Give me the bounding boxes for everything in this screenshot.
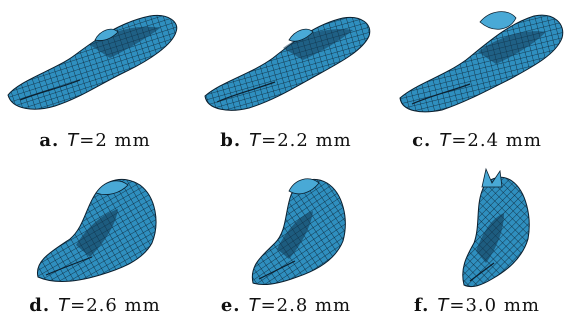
panel-b: b. T=2.2 mm — [191, 0, 381, 165]
thickness-variable: T — [437, 295, 450, 316]
deformed-shell-mesh-icon — [36, 178, 157, 282]
panel-a: a. T=2 mm — [0, 0, 190, 165]
panel-caption: f. T=3.0 mm — [382, 291, 572, 321]
thickness-variable: T — [67, 130, 80, 151]
panel-caption: e. T=2.8 mm — [191, 291, 381, 321]
panel-caption: a. T=2 mm — [0, 126, 190, 156]
thickness-variable: T — [439, 130, 452, 151]
thickness-value: =2.6 mm — [70, 295, 161, 316]
deformed-shell-mesh-icon — [204, 16, 371, 111]
deformed-shell-mesh-icon — [399, 11, 564, 113]
deformed-shell-mesh-icon — [7, 14, 178, 110]
thickness-variable: T — [58, 295, 71, 316]
panel-label: f. — [414, 295, 430, 316]
panel-label: d. — [29, 295, 51, 316]
thickness-value: =3.0 mm — [449, 295, 540, 316]
panel-label: b. — [220, 130, 242, 151]
panel-caption: b. T=2.2 mm — [191, 126, 381, 156]
panel-label: c. — [412, 130, 432, 151]
panel-label: e. — [220, 295, 241, 316]
thickness-variable: T — [248, 295, 261, 316]
deformed-shell-mesh-icon — [462, 167, 530, 288]
thickness-value: =2.2 mm — [261, 130, 352, 151]
thickness-value: =2.4 mm — [451, 130, 542, 151]
panel-label: a. — [39, 130, 60, 151]
thickness-value: =2 mm — [79, 130, 151, 151]
panel-d: d. T=2.6 mm — [0, 165, 190, 330]
panel-caption: c. T=2.4 mm — [382, 126, 572, 156]
thickness-variable: T — [249, 130, 262, 151]
panel-c: c. T=2.4 mm — [382, 0, 572, 165]
panel-e: e. T=2.8 mm — [191, 165, 381, 330]
deformed-shell-mesh-icon — [251, 178, 346, 286]
panel-caption: d. T=2.6 mm — [0, 291, 190, 321]
thickness-value: =2.8 mm — [260, 295, 352, 316]
panel-f: f. T=3.0 mm — [382, 165, 572, 330]
